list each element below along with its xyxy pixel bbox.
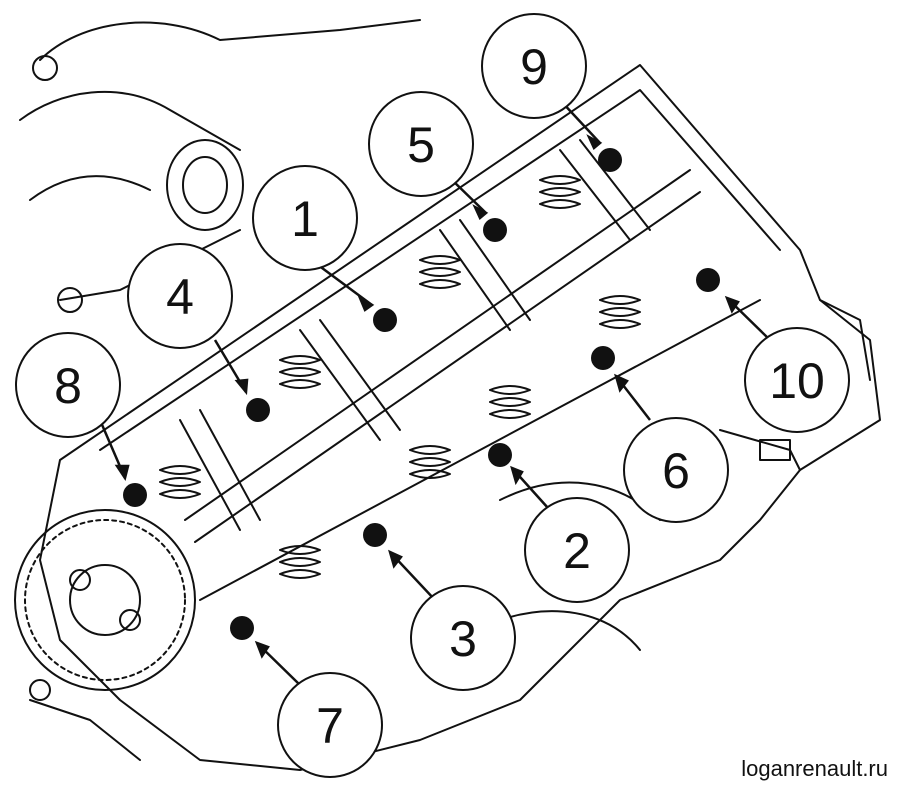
callout-1: 1 (252, 165, 358, 271)
callout-label: 7 (316, 698, 344, 754)
sensor (759, 439, 791, 461)
callout-circle (252, 165, 358, 271)
camshaft-sprocket (14, 509, 196, 691)
callout-circle (127, 243, 233, 349)
valve-springs (159, 175, 641, 579)
head-lower-edge (199, 299, 761, 601)
callout-5: 5 (368, 91, 474, 197)
callout-label: 8 (54, 358, 82, 414)
callout-circle (481, 13, 587, 119)
rail-fitting (57, 287, 83, 313)
site-watermark: loganrenault.ru (741, 756, 888, 781)
throttle-bore (182, 156, 228, 214)
callout-7: 7 (277, 672, 383, 778)
throttle-body (166, 139, 244, 231)
callout-6: 6 (623, 417, 729, 523)
callout-label: 1 (291, 191, 319, 247)
thermostat-housing (819, 299, 871, 381)
rocker-shaft-bottom (194, 191, 701, 543)
callout-label: 5 (407, 117, 435, 173)
callout-circle (410, 585, 516, 691)
callout-label: 4 (166, 269, 194, 325)
callout-circle (623, 417, 729, 523)
callout-label: 9 (520, 39, 548, 95)
callout-circle (368, 91, 474, 197)
callout-9: 9 (481, 13, 587, 119)
callout-circle (277, 672, 383, 778)
callout-10: 10 (744, 327, 850, 433)
callout-8: 8 (15, 332, 121, 438)
callout-label: 2 (563, 523, 591, 579)
callout-circle (744, 327, 850, 433)
rocker-shaft-mask (183, 173, 697, 537)
callout-circle (524, 497, 630, 603)
manifold-outline (39, 19, 421, 61)
callout-label: 6 (662, 443, 690, 499)
manifold-bolt (32, 55, 58, 81)
callout-3: 3 (410, 585, 516, 691)
callout-label: 3 (449, 611, 477, 667)
sprocket-hole (119, 609, 141, 631)
callout-4: 4 (127, 243, 233, 349)
rocker-shaft-top (184, 169, 691, 521)
hose (29, 175, 151, 201)
callout-label: 10 (769, 353, 825, 409)
head-bolts (123, 148, 720, 640)
sprocket-hub (69, 564, 141, 636)
gasket-edge (99, 89, 781, 451)
rocker-arms (179, 139, 651, 531)
callout-circle (15, 332, 121, 438)
lower-bolt (29, 679, 51, 701)
lower-bracket (29, 699, 141, 761)
manifold-runner (19, 90, 241, 151)
callout-2: 2 (524, 497, 630, 603)
sprocket-teeth (24, 519, 186, 681)
sprocket-hole (69, 569, 91, 591)
